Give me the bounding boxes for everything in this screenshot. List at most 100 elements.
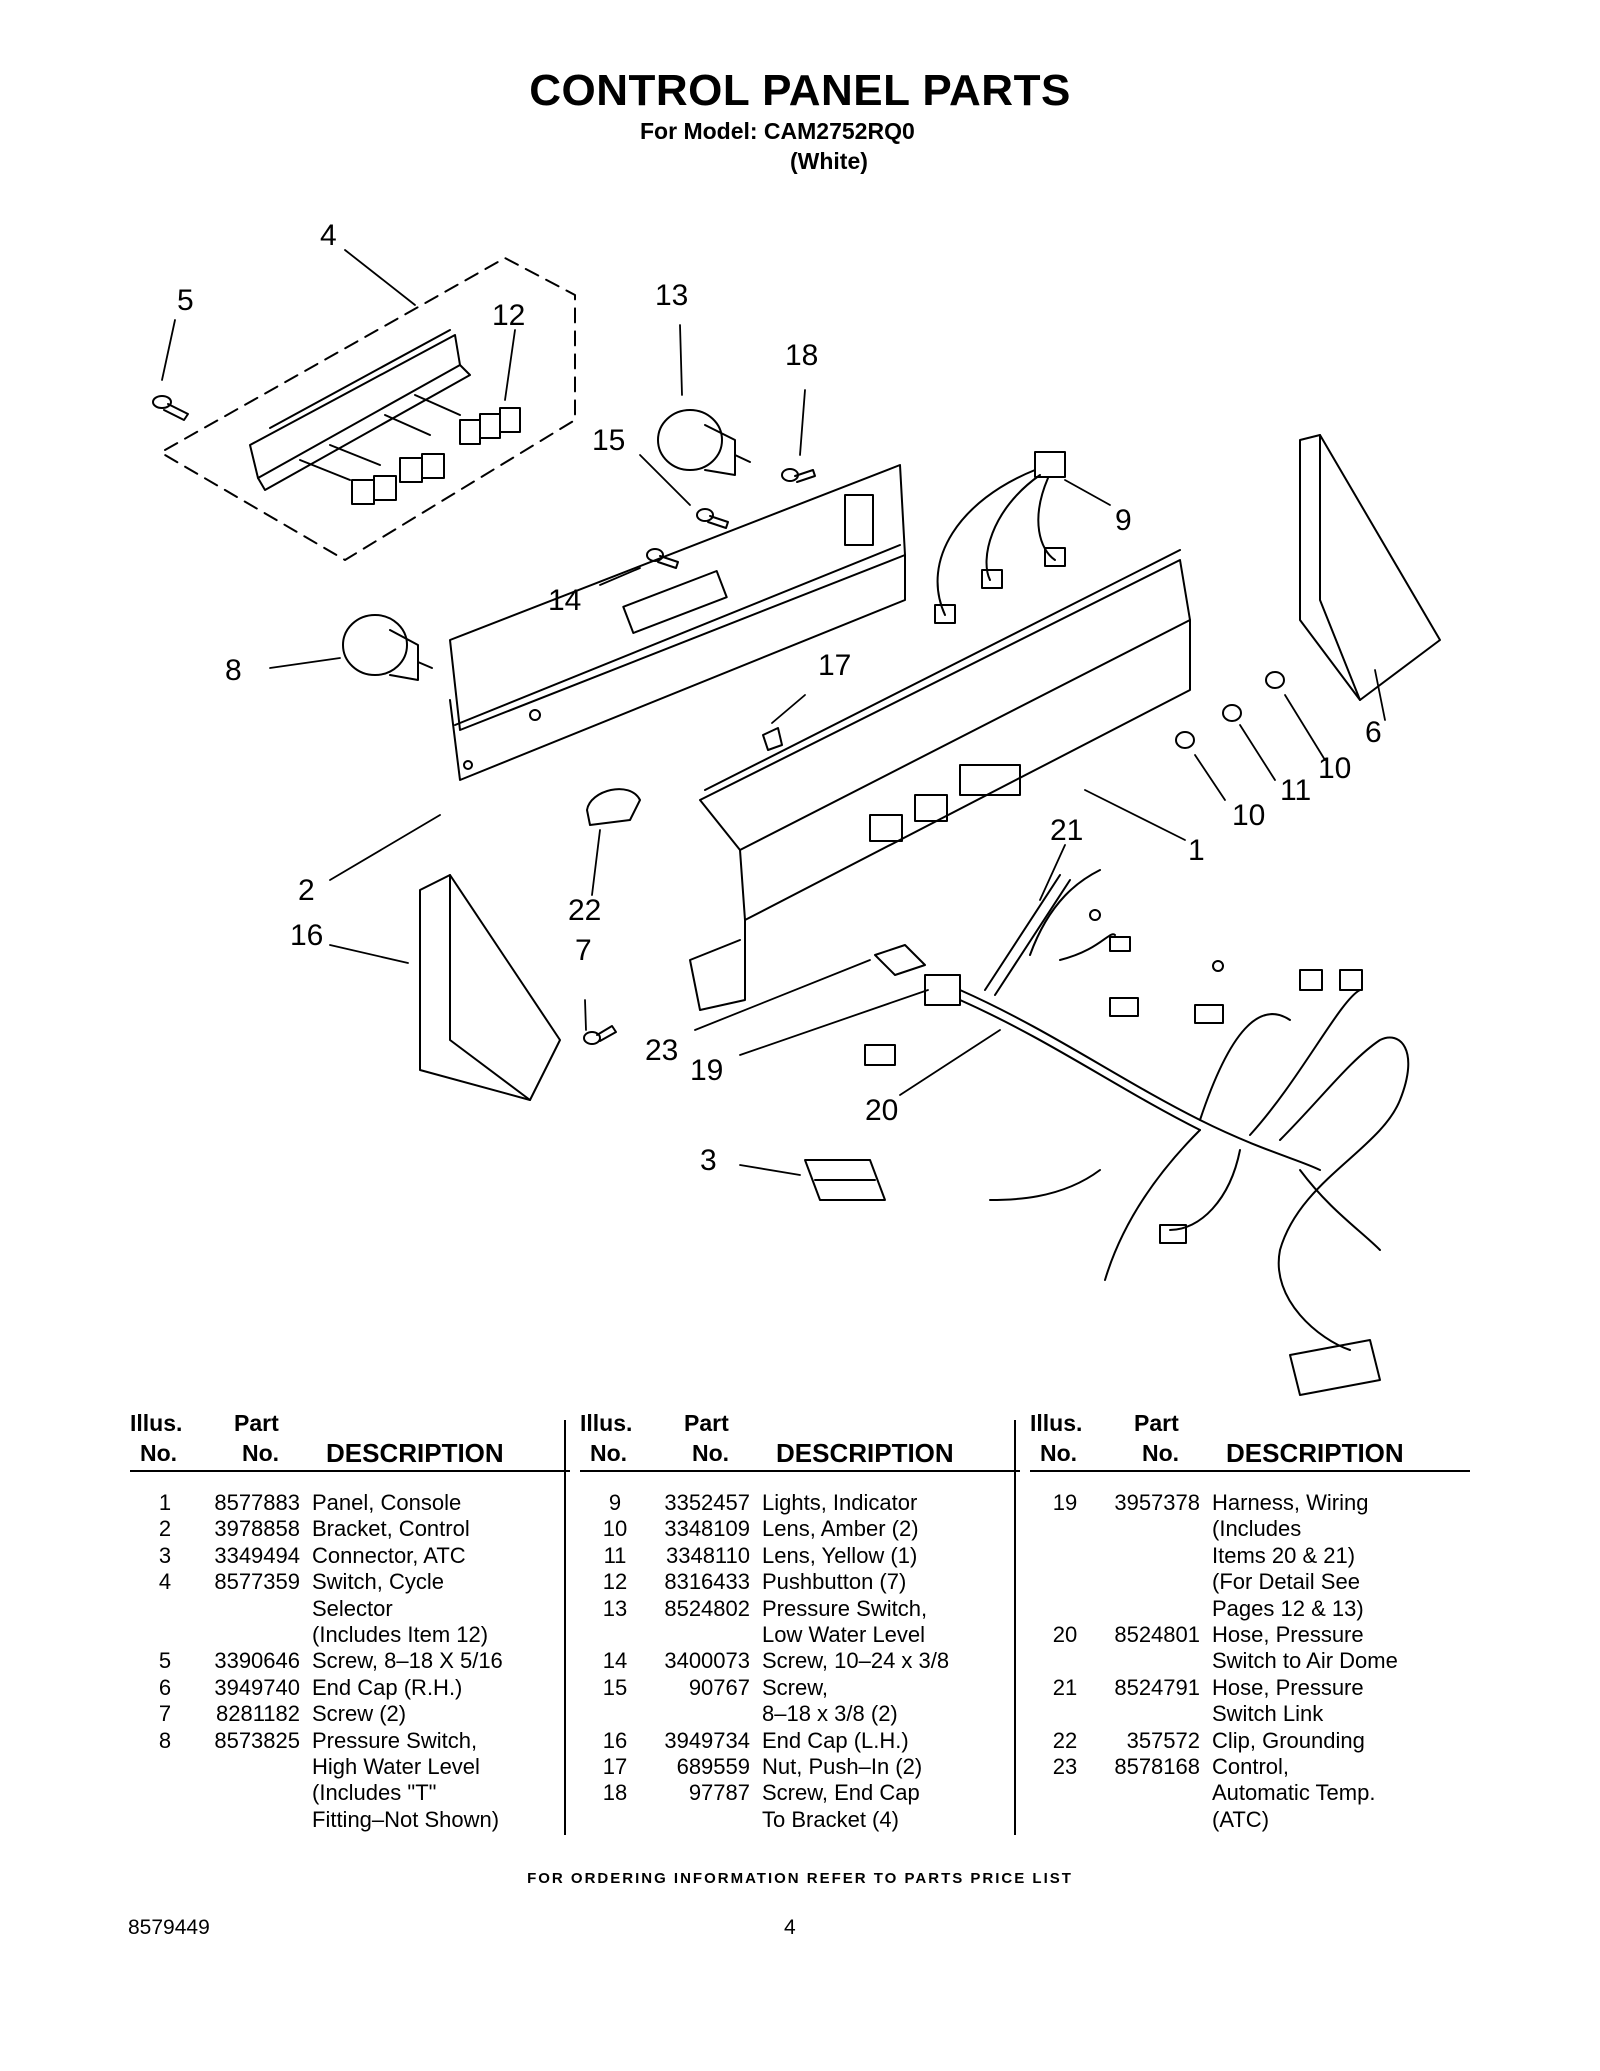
callout-14: 14 (548, 584, 581, 617)
atc-control (874, 944, 926, 976)
pushbuttons (351, 407, 521, 505)
description-cell: Screw (2) (312, 1701, 407, 1727)
callout-12: 12 (492, 299, 525, 332)
screw-7 (583, 1025, 617, 1045)
callout-17: 17 (818, 649, 851, 682)
table-row: 21 8524791 Hose, Pressure Switch Link (1030, 1675, 1470, 1728)
description-cell: Screw, End Cap To Bracket (4) (762, 1780, 920, 1832)
illus-no-cell: 8 (158, 1727, 172, 1753)
illus-no-cell: 22 (1052, 1727, 1078, 1753)
callout-4: 4 (320, 219, 337, 252)
illus-no-cell: 10 (602, 1516, 628, 1542)
description-cell: Pressure Switch, High Water Level (Inclu… (312, 1727, 500, 1832)
description-cell: Pressure Switch, Low Water Level (762, 1595, 928, 1648)
description-cell: Hose, Pressure Switch Link (1212, 1674, 1364, 1727)
part-no-cell: 8577359 (214, 1569, 300, 1595)
description-cell: Pushbutton (7) (762, 1569, 907, 1595)
illus-no-cell: 14 (602, 1648, 628, 1674)
description-cell: Panel, Console (312, 1490, 462, 1515)
description-cell: End Cap (L.H.) (762, 1727, 909, 1753)
callout-21: 21 (1050, 814, 1083, 847)
part-no-cell: 8524802 (664, 1595, 750, 1621)
lens-11 (1222, 704, 1242, 722)
part-no-cell: 8316433 (664, 1569, 750, 1595)
callout-3: 3 (700, 1144, 717, 1177)
description-cell: Switch, Cycle Selector (Includes Item 12… (312, 1569, 489, 1648)
screw-15 (696, 508, 729, 529)
illus-no-cell: 15 (602, 1674, 628, 1700)
description-cell: Hose, Pressure Switch to Air Dome (1212, 1622, 1398, 1674)
illus-no-cell: 9 (608, 1490, 622, 1515)
callout-9: 9 (1115, 504, 1132, 537)
control-bracket (449, 464, 906, 781)
description-cell: Lens, Yellow (1) (762, 1542, 918, 1568)
document-number: 8579449 (128, 1916, 210, 1939)
lens-10b (1175, 731, 1195, 749)
table-row: 15 90767 Screw, 8–18 x 3/8 (2) (580, 1675, 1020, 1728)
illus-no-cell: 21 (1052, 1674, 1078, 1700)
illus-no-cell: 3 (158, 1542, 172, 1568)
indicator-lights (934, 451, 1066, 624)
part-no-cell: 3978858 (214, 1516, 300, 1542)
table-header: Illus. No. Part No. DESCRIPTION (1030, 1410, 1470, 1472)
grounding-clip (586, 788, 641, 826)
callout-15: 15 (592, 424, 625, 457)
callout-23: 23 (645, 1034, 678, 1067)
part-no-cell: 3390646 (214, 1648, 300, 1674)
parts-table-2: Illus. No. Part No. DESCRIPTION 9 3352457… (580, 1410, 1020, 1833)
exploded-parts-diagram: 1 2 3 4 5 6 7 8 9 10 10 11 12 13 14 15 1… (152, 219, 1441, 1396)
illus-no-cell: 6 (158, 1674, 172, 1700)
callout-19: 19 (690, 1054, 723, 1087)
console-panel (689, 549, 1191, 1011)
push-nut (762, 727, 783, 751)
pressure-switch-13 (657, 409, 751, 476)
description-cell: Screw, 10–24 x 3/8 (762, 1648, 950, 1674)
callout-11: 11 (1280, 774, 1311, 807)
illus-no-cell: 11 (603, 1542, 627, 1568)
table-header: Illus. No. Part No. DESCRIPTION (580, 1410, 1020, 1472)
callout-10a: 10 (1318, 752, 1351, 785)
table-header: Illus. No. Part No. DESCRIPTION (130, 1410, 570, 1472)
color-subtitle: (White) (790, 148, 868, 174)
part-no-cell: 8524791 (1114, 1674, 1200, 1700)
screw-18 (781, 468, 816, 483)
page-number: 4 (784, 1916, 796, 1939)
description-cell: Screw, 8–18 x 3/8 (2) (762, 1674, 898, 1727)
callout-8: 8 (225, 654, 242, 687)
part-no-cell: 90767 (688, 1674, 750, 1700)
callout-18: 18 (785, 339, 818, 372)
part-no-cell: 3352457 (664, 1490, 750, 1515)
callout-10b: 10 (1232, 799, 1265, 832)
callout-5: 5 (177, 284, 194, 317)
end-cap-lh (419, 874, 561, 1101)
callout-13: 13 (655, 279, 688, 312)
illus-no-cell: 5 (158, 1648, 172, 1674)
callout-6: 6 (1365, 716, 1382, 749)
part-no-cell: 8281182 (215, 1701, 300, 1727)
end-cap-rh (1299, 434, 1441, 701)
part-no-cell: 3957378 (1114, 1490, 1200, 1515)
screw-5 (152, 395, 189, 421)
part-no-cell: 8578168 (1114, 1754, 1200, 1780)
illus-no-cell: 16 (602, 1727, 628, 1753)
description-cell: Lights, Indicator (762, 1490, 918, 1515)
illus-no-cell: 19 (1052, 1490, 1078, 1515)
atc-connector (804, 1159, 886, 1201)
part-no-cell: 8573825 (214, 1727, 300, 1753)
wiring-harness (864, 869, 1410, 1396)
description-cell: Bracket, Control (312, 1516, 470, 1542)
